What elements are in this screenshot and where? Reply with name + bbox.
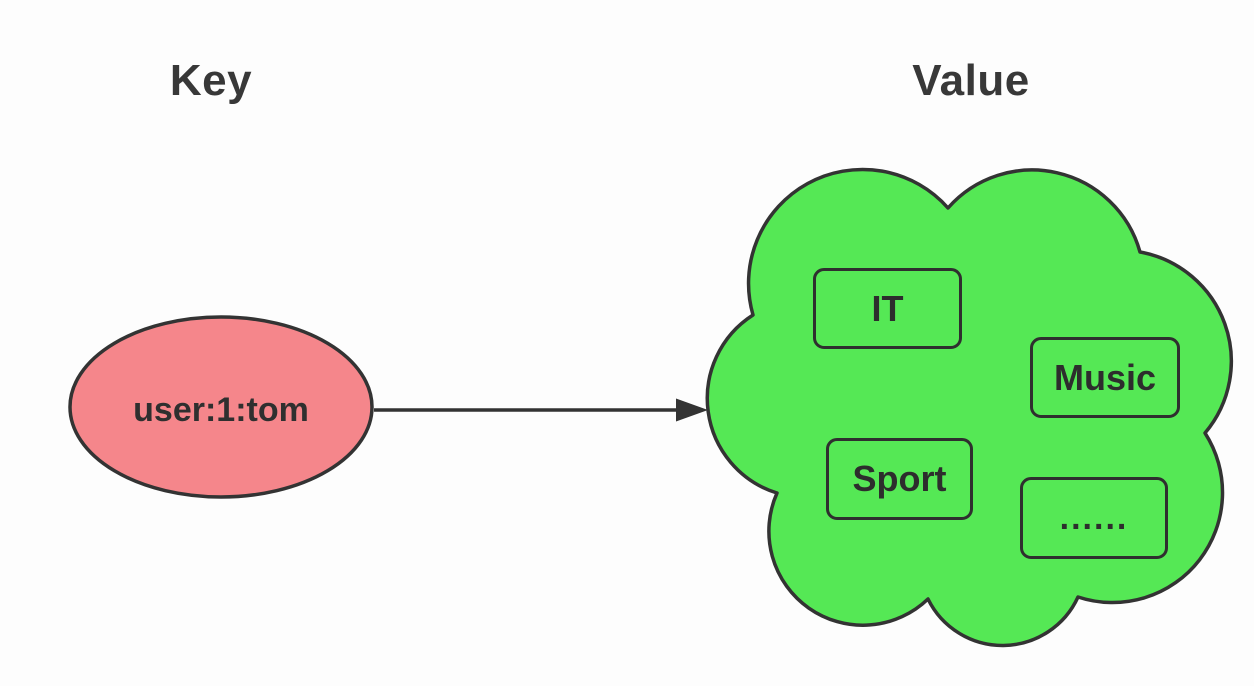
value-item-box-music: Music	[1030, 337, 1180, 418]
value-item-label-music: Music	[1053, 356, 1157, 398]
value-item-box-more: ......	[1020, 477, 1168, 559]
value-item-label-sport: Sport	[852, 458, 947, 499]
key-ellipse	[68, 315, 374, 499]
value-title: Value	[912, 56, 1030, 105]
value-item-label-more: ......	[1059, 498, 1129, 537]
value-item-box-sport: Sport	[826, 438, 973, 520]
arrow-head	[676, 398, 708, 422]
value-item-box-it: IT	[813, 268, 962, 349]
value-item-label-it: IT	[871, 287, 904, 329]
key-title: Key	[169, 56, 253, 105]
key-node-label: user:1:tom	[133, 391, 309, 429]
